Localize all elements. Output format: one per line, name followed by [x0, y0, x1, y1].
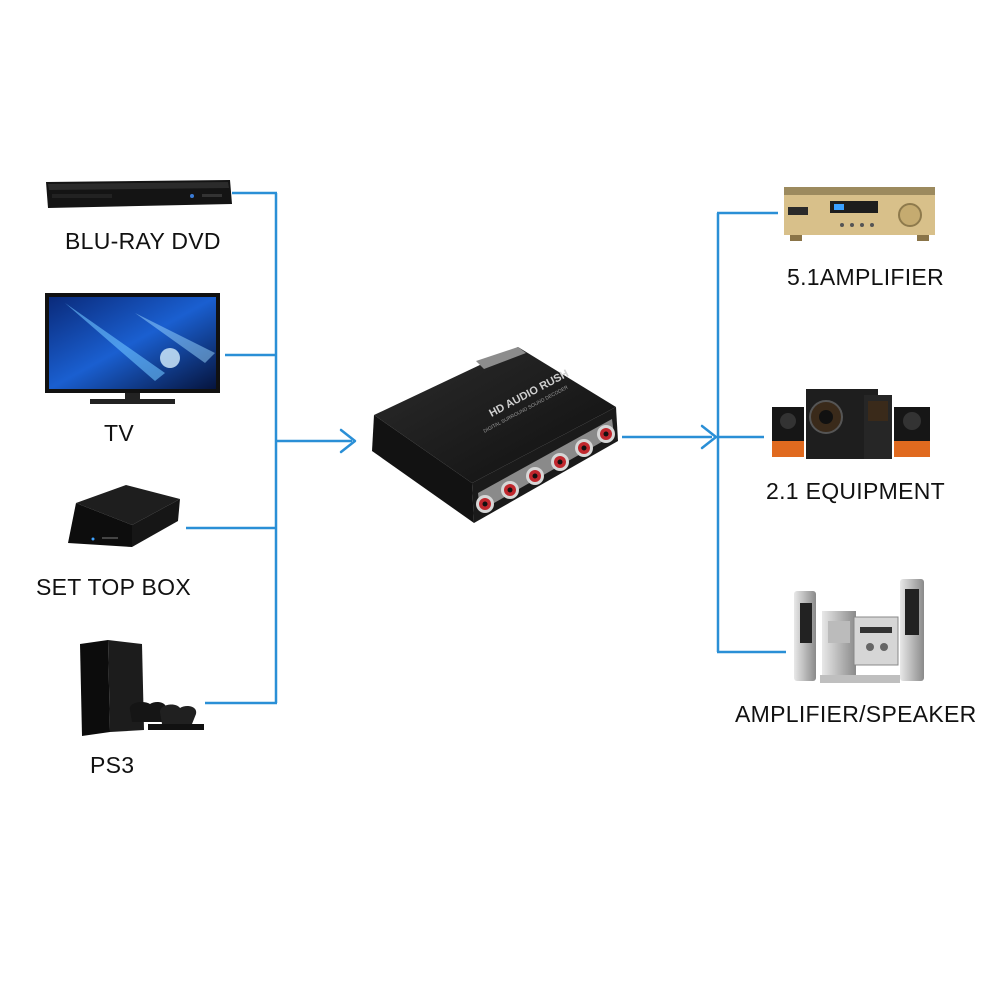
label-ps3: PS3 — [90, 752, 135, 778]
rca-connector-2 — [501, 481, 519, 499]
television-icon — [45, 293, 220, 408]
game-console-icon — [72, 640, 207, 738]
rca-connector-3 — [526, 467, 544, 485]
set-top-box-icon — [66, 485, 181, 557]
label-tv: TV — [104, 420, 134, 446]
arrow-to-decoder — [339, 428, 357, 454]
rca-connectors — [476, 425, 615, 513]
label-ampspk: AMPLIFIER/SPEAKER — [735, 701, 977, 727]
label-eq21: 2.1 EQUIPMENT — [766, 478, 945, 504]
rca-connector-1 — [476, 495, 494, 513]
label-settop: SET TOP BOX — [36, 574, 192, 600]
arrow-to-outputs — [700, 424, 718, 450]
label-amp51: 5.1AMPLIFIER — [787, 264, 944, 290]
rca-connector-4 — [551, 453, 569, 471]
rca-connector-5 — [575, 439, 593, 457]
label-bluray: BLU-RAY DVD — [65, 228, 221, 254]
tower-speakers-icon — [790, 575, 928, 687]
audio-decoder-icon: HD AUDIO RUSH DIGITAL SURROUND SOUND DEC… — [368, 343, 628, 533]
bluray-player-icon — [42, 176, 234, 212]
speaker-set-icon — [768, 385, 936, 463]
rca-connector-6 — [597, 425, 615, 443]
av-receiver-icon — [782, 187, 937, 245]
